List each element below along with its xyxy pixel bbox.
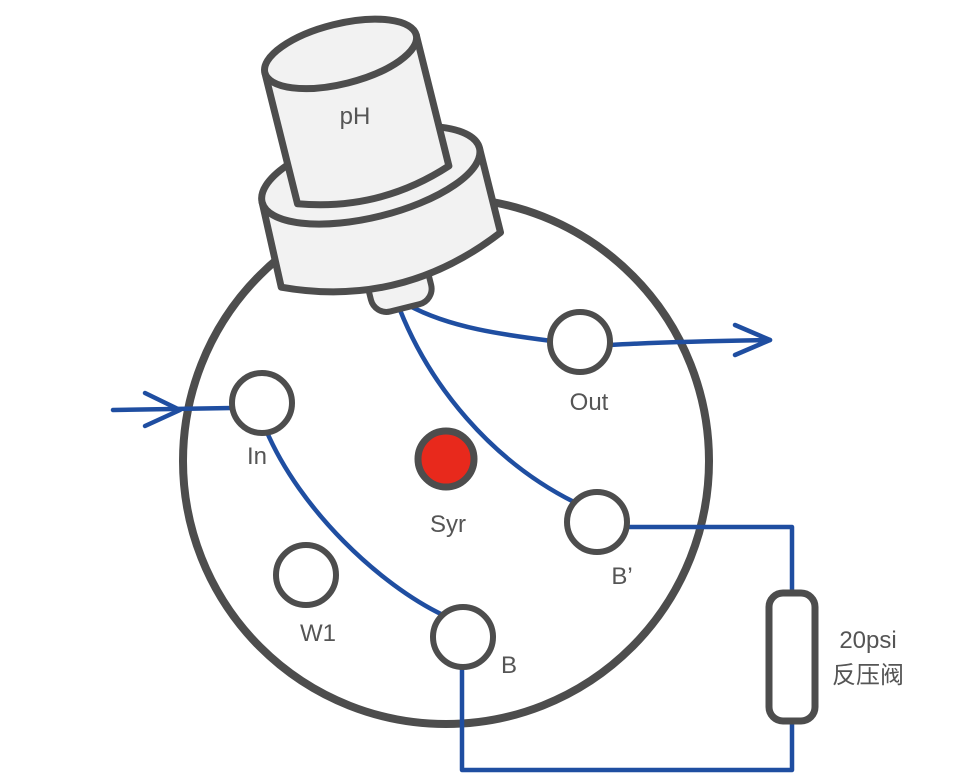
port-w1 <box>273 542 339 608</box>
ph-probe <box>258 15 505 315</box>
label-ph: pH <box>340 103 371 130</box>
port-out <box>547 309 613 375</box>
port-syr <box>414 427 478 491</box>
label-b: B <box>501 652 517 679</box>
label-in: In <box>247 443 267 470</box>
tube-inlet <box>110 405 235 413</box>
label-syr: Syr <box>430 511 466 538</box>
label-w1: W1 <box>300 620 336 647</box>
label-valve-name: 反压阀 <box>832 661 904 689</box>
inlet-arrowhead <box>142 390 183 429</box>
tube-bprime-to-valve <box>623 524 795 600</box>
port-in <box>229 370 295 436</box>
label-out: Out <box>570 389 609 416</box>
label-valve-pressure: 20psi <box>839 627 896 654</box>
tube-probe-to-bprime <box>397 307 577 505</box>
tube-valve-to-b <box>459 664 795 773</box>
back-pressure-valve <box>765 589 819 725</box>
tube-in-to-b <box>263 427 446 618</box>
tube-out-to-exit <box>607 337 773 348</box>
label-b-prime: B’ <box>611 563 632 590</box>
tube-probe-to-out <box>405 302 555 344</box>
port-b-prime <box>564 489 630 555</box>
port-b <box>430 604 496 670</box>
outlet-arrowhead <box>732 322 773 358</box>
ph-probe-cap <box>261 15 421 93</box>
